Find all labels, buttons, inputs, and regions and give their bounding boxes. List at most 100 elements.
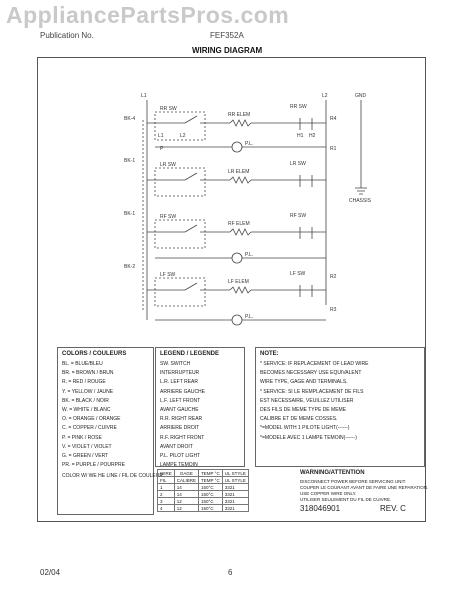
rr-element <box>229 119 252 127</box>
pilot-light-3 <box>231 314 243 326</box>
table-row: 3 12 150°C 3321 <box>157 497 249 505</box>
right-switch-label-lr: LR SW <box>290 161 306 167</box>
gnd-label: GND <box>355 93 367 99</box>
colors-title: COLORS / COULEURS <box>62 351 127 357</box>
colors-footer: COLOR W/ WE HE LINE / FIL DE COULEUR <box>62 473 163 480</box>
legend-row: AVANT DROIT <box>160 443 193 450</box>
note-row: CALIBRE ET DE MEME COSSES. <box>260 416 338 423</box>
color-row: BK. = BLACK / NOIR <box>62 397 109 404</box>
page-number: 6 <box>228 568 233 577</box>
note-row: DES FILS DE MEME TYPE DE MEME <box>260 407 347 414</box>
note-title: NOTE: <box>260 351 279 357</box>
table-cell: 3321 <box>221 490 249 498</box>
color-row: V. = VIOLET / VIOLET <box>62 443 112 450</box>
table-cell: 12 <box>173 497 200 505</box>
table-header-cell: GAGE <box>173 469 200 477</box>
lr-element <box>229 176 252 184</box>
r-label-r3: R3 <box>330 307 337 313</box>
terminal-label-l2: L2 <box>180 133 186 139</box>
table-header-cell: WIRE <box>157 469 175 477</box>
switch-label-lf: LF SW <box>160 272 176 278</box>
color-row: PR. = PURPLE / POURPRE <box>62 462 125 469</box>
rf-element <box>229 228 252 236</box>
terminal-label-h1: H1 <box>297 133 304 139</box>
color-row: BL. = BLUE/BLEU <box>62 361 103 367</box>
publication-label: Publication No. <box>40 31 94 40</box>
legend-row: INTERRUPTEUR <box>160 370 200 377</box>
lf-switch-contact <box>184 282 198 291</box>
warning-line: UTILISER SEULEMENT DU FIL DE CUIVRE. <box>300 497 392 502</box>
table-cell: 14 <box>173 483 200 491</box>
pilot-light-label-3: P.L. <box>245 314 253 320</box>
table-row: 2 14 150°C 3321 <box>157 490 249 498</box>
table-subheader-cell: CALIBRE <box>173 476 200 484</box>
table-header-row: WIRE GAGE TEMP °C UL STYLE <box>157 469 249 477</box>
right-switch-label-rf: RF SW <box>290 213 306 219</box>
table-header-cell: UL STYLE <box>221 469 249 477</box>
element-label-lr: LR ELEM <box>228 169 249 175</box>
color-row: C. = COPPER / CUIVRE <box>62 425 117 432</box>
part-number: 318046901 <box>300 504 341 513</box>
table-cell: 150°C <box>198 490 223 498</box>
note-row: *=MODEL WITH 1 PILOTE LIGHT(------) <box>260 425 350 432</box>
note-row: EST NECESSAIRE, VEUILLEZ UTILISER <box>260 397 354 404</box>
color-row: P. = PINK / ROSE <box>62 434 102 441</box>
table-cell: 150°C <box>198 497 223 505</box>
switch-label-lr: LR SW <box>160 162 176 168</box>
warning-title: WARNING/ATTENTION <box>300 470 365 476</box>
legend-row: P.L. PILOT LIGHT <box>160 453 201 460</box>
element-label-rf: RF ELEM <box>228 221 250 227</box>
warning-line: COUPER LE COURANT AVANT DE FAIRE UNE REP… <box>300 485 429 490</box>
rf-switch-contact <box>184 224 198 233</box>
table-cell: 1 <box>157 483 175 491</box>
table-subheader-row: FIL CALIBRE TEMP °C UL STYLE <box>157 476 249 484</box>
revision-label: REV. C <box>380 504 406 513</box>
legend-row: ARRIERE GAUCHE <box>160 388 206 395</box>
legend-row: SW. SWITCH <box>160 361 191 367</box>
legend-row: ARRIERE DROIT <box>160 425 200 432</box>
table-cell: 12 <box>173 504 200 512</box>
chassis-ground-symbol <box>355 187 367 195</box>
wire-spec-table: WIRE GAGE TEMP °C UL STYLE FIL CALIBRE T… <box>157 469 249 512</box>
legend-row: L.R. LEFT REAR <box>160 379 198 386</box>
switch-label-rr: RR SW <box>160 106 177 112</box>
table-cell: 3321 <box>221 504 249 512</box>
chassis-label: CHASSIS <box>349 198 372 204</box>
table-cell: 3321 <box>221 483 249 491</box>
wire-label-3: BK-1 <box>124 211 135 217</box>
table-row: 1 14 150°C 3321 <box>157 483 249 491</box>
pilot-light-label-1: P.L. <box>245 141 253 147</box>
terminal-label-p: P <box>160 146 164 152</box>
table-cell: 3321 <box>221 497 249 505</box>
color-row: Y. = YELLOW / JAUNE <box>62 388 114 395</box>
lf-element <box>229 286 252 294</box>
legend-row: R.R. RIGHT REAR <box>160 416 203 423</box>
warning-line: DISCONNECT POWER BEFORE SERVICING UNIT. <box>300 479 407 484</box>
switch-label-rf: RF SW <box>160 214 176 220</box>
color-row: O. = ORANGE / ORANGE <box>62 416 121 423</box>
wire-label-1: BK-4 <box>124 116 135 122</box>
pilot-light-1 <box>231 141 243 153</box>
legend-row: AVANT GAUCHE <box>160 407 199 414</box>
l2-label: L2 <box>322 93 328 99</box>
pilot-light-label-2: P.L. <box>245 252 253 258</box>
element-label-lf: LF ELEM <box>228 279 249 285</box>
footer-date: 02/04 <box>40 568 61 577</box>
r-label-r2: R2 <box>330 274 337 280</box>
color-row: R. = RED / ROUGE <box>62 379 106 386</box>
l1-label: L1 <box>141 93 147 99</box>
colors-legend-box: COLORS / COULEURS BL. = BLUE/BLEU BR. = … <box>57 347 163 515</box>
diagram-frame <box>37 57 426 522</box>
table-subheader-cell: UL STYLE <box>221 476 249 484</box>
right-switch-label-rr: RR SW <box>290 104 307 110</box>
rr-switch-contact <box>184 115 198 124</box>
wire-label-4: BK-2 <box>124 264 135 270</box>
wire-label-2: BK-1 <box>124 158 135 164</box>
note-row: *=MODELE AVEC 1 LAMPE TEMOIN(------) <box>260 434 357 441</box>
terminal-label-h2: H2 <box>309 133 316 139</box>
watermark: AppliancePartsPros.com <box>6 2 290 28</box>
table-subheader-cell: TEMP °C <box>198 476 223 484</box>
color-row: W. = WHITE / BLANC <box>62 407 111 414</box>
terminal-label-l1: L1 <box>158 133 164 139</box>
